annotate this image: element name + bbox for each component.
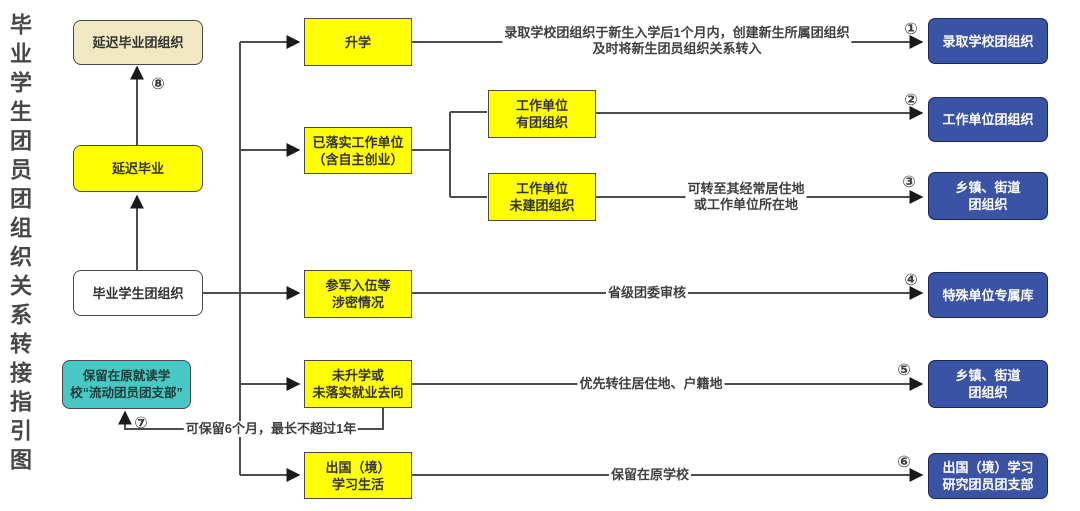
dest-abroad-branch: 出国（境）学习 研究团员团支部 bbox=[928, 453, 1048, 499]
annotation-provincial-review: 省级团委审核 bbox=[605, 285, 689, 301]
node-label: （含自主创业） bbox=[312, 151, 404, 167]
node-label: 出国（境） bbox=[325, 459, 391, 475]
annotation-retain-months: 可保留6个月，最长不超过1年 bbox=[183, 421, 359, 437]
node-label: 已落实工作单位 bbox=[312, 134, 404, 150]
node-abroad-study: 出国（境） 学习生活 bbox=[304, 452, 412, 499]
node-graduate-org: 毕业学生团组织 bbox=[73, 270, 203, 316]
dest-admitting-school-org: 录取学校团组织 bbox=[928, 18, 1048, 64]
annotation-line: 或工作单位所在地 bbox=[693, 197, 799, 212]
badge-5: ⑤ bbox=[897, 362, 911, 379]
dest-label: 出国（境）学习 bbox=[942, 460, 1034, 475]
node-label: 保留在原就读学 bbox=[82, 368, 171, 383]
annotation-retain-school: 保留在原学校 bbox=[608, 467, 692, 483]
node-work-no-org: 工作单位 未建团组织 bbox=[488, 173, 596, 221]
employed-branch-lines bbox=[412, 111, 487, 198]
badge-2: ② bbox=[904, 92, 918, 109]
dest-label: 团组织 bbox=[968, 385, 1008, 400]
badge-7: ⑦ bbox=[134, 415, 148, 432]
node-delayed-graduation: 延迟毕业 bbox=[73, 145, 203, 192]
annotation-priority-transfer: 优先转往居住地、户籍地 bbox=[577, 376, 725, 392]
node-label: 升学 bbox=[344, 34, 371, 50]
dest-township-street-org-2: 乡镇、街道 团组织 bbox=[928, 360, 1048, 408]
node-label: 未落实就业去向 bbox=[312, 385, 404, 400]
node-label: 涉密情况 bbox=[331, 295, 384, 310]
annotation-enrollment: 录取学校团组织于新生入学后1个月内，创建新生所属团组织 及时将新生团员组织关系转… bbox=[502, 25, 852, 57]
diagram-title: 毕业学生团员团组织关系转接指引图 bbox=[7, 13, 32, 477]
node-military-classified: 参军入伍等 涉密情况 bbox=[304, 270, 412, 318]
node-label: 工作单位 bbox=[515, 181, 568, 196]
dest-label: 乡镇、街道 bbox=[955, 180, 1021, 195]
node-label: 未建团组织 bbox=[509, 198, 575, 213]
badge-8: ⑧ bbox=[151, 76, 165, 93]
node-further-study: 升学 bbox=[304, 18, 412, 66]
node-label: 延迟毕业团组织 bbox=[92, 35, 184, 50]
node-label: 未升学或 bbox=[331, 368, 384, 383]
dest-label: 研究团员团支部 bbox=[942, 477, 1034, 492]
dest-special-unit-library: 特殊单位专属库 bbox=[928, 272, 1048, 318]
annotation-line: 可转至其经常居住地 bbox=[687, 181, 805, 196]
node-label: 有团组织 bbox=[515, 115, 568, 130]
annotation-residence: 可转至其经常居住地 或工作单位所在地 bbox=[685, 181, 807, 213]
dest-label: 工作单位团组织 bbox=[942, 112, 1034, 127]
dest-label: 团组织 bbox=[968, 197, 1008, 212]
node-label: 学习生活 bbox=[331, 476, 384, 492]
dest-label: 乡镇、街道 bbox=[955, 368, 1021, 383]
badge-6: ⑥ bbox=[897, 454, 911, 471]
node-label: 参军入伍等 bbox=[325, 278, 391, 293]
badge-3: ③ bbox=[902, 174, 916, 191]
dest-township-street-org-1: 乡镇、街道 团组织 bbox=[928, 172, 1048, 220]
dest-label: 特殊单位专属库 bbox=[942, 287, 1034, 303]
annotation-line: 录取学校团组织于新生入学后1个月内，创建新生所属团组织 bbox=[504, 25, 850, 40]
dest-work-unit-org: 工作单位团组织 bbox=[928, 97, 1048, 142]
node-work-has-org: 工作单位 有团组织 bbox=[488, 90, 596, 138]
node-retain-school-branch: 保留在原就读学 校“流动团员团支部” bbox=[62, 360, 191, 409]
node-employed: 已落实工作单位 （含自主创业） bbox=[304, 127, 412, 174]
badge-4: ④ bbox=[904, 272, 918, 289]
node-label: 工作单位 bbox=[515, 98, 568, 113]
node-label: 校“流动团员团支部” bbox=[70, 385, 183, 400]
annotation-line: 及时将新生团员组织关系转入 bbox=[592, 41, 762, 56]
dest-label: 录取学校团组织 bbox=[942, 33, 1034, 49]
node-label: 毕业学生团组织 bbox=[92, 285, 184, 301]
node-label: 延迟毕业 bbox=[111, 161, 164, 176]
badge-1: ① bbox=[904, 21, 918, 38]
node-delayed-graduation-org: 延迟毕业团组织 bbox=[73, 20, 203, 65]
node-no-study-no-job: 未升学或 未落实就业去向 bbox=[304, 360, 412, 408]
